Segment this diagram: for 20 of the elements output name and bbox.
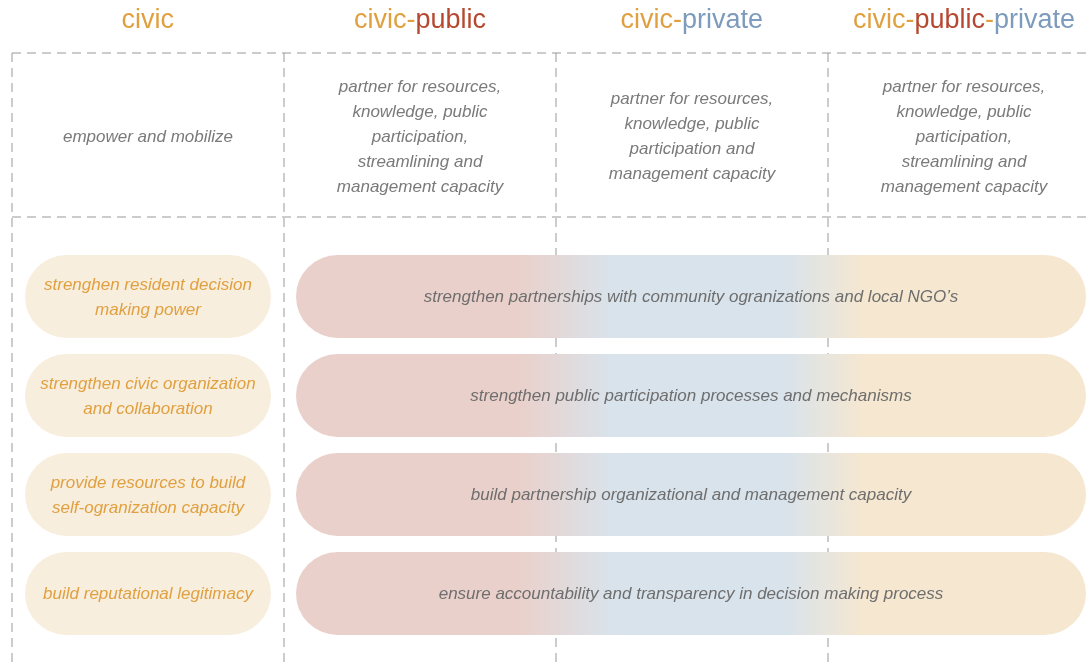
cell-text: empower and mobilize (61, 125, 235, 148)
column-heading: civic-private (620, 4, 764, 35)
bar-text: strengthen public participation processes and mechanisms (470, 385, 912, 407)
cell-text: partner for resources, knowledge, public participation, streamlining and management capacity (335, 75, 505, 198)
bar-text: build reputational legitimacy (43, 583, 253, 605)
bar-text: provide resources to build self-ogranization capacity (49, 471, 247, 519)
bar-text: strengthen civic organization and collaboration (39, 372, 257, 420)
column-heading: civic-public-private (853, 4, 1076, 35)
bar-text: build partnership organizational and management capacity (470, 484, 912, 506)
bar-text: strengthen partnerships with community ogranizations and local NGO’s (423, 286, 959, 308)
cell-text: partner for resources, knowledge, public participation, streamlining and management capacity (879, 75, 1049, 198)
bar-text: strenghen resident decision making power (43, 273, 253, 321)
rounded-bar (296, 453, 1086, 536)
rounded-bar (296, 552, 1086, 635)
bar-text: ensure accountability and transparency in decision making process (438, 583, 944, 605)
rounded-bar (296, 354, 1086, 437)
rounded-bar (296, 255, 1086, 338)
column-heading: civic (121, 4, 174, 35)
column-heading: civic-public (354, 4, 487, 35)
cell-text: partner for resources, knowledge, public participation and management capacity (607, 88, 777, 185)
